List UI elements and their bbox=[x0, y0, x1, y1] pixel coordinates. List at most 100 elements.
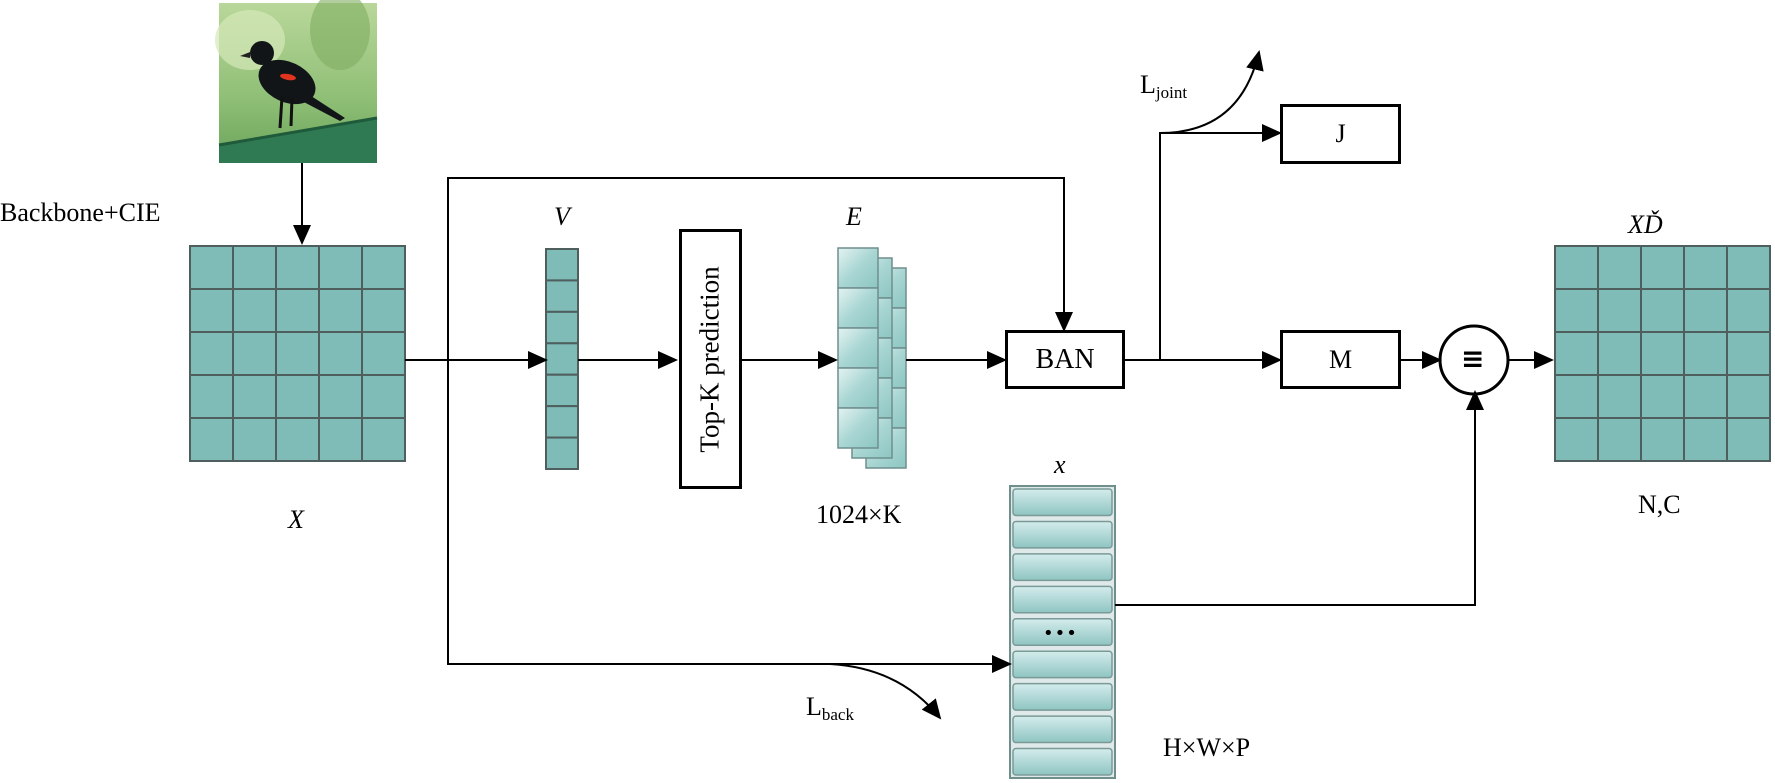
arrow-x-stack-to-equiv bbox=[1115, 390, 1484, 606]
grid-cell bbox=[1683, 374, 1728, 419]
grid-cell bbox=[232, 331, 277, 376]
m-box: M bbox=[1280, 330, 1401, 389]
grid-cell bbox=[1597, 288, 1642, 333]
x-stack-bar bbox=[1012, 585, 1113, 614]
x-input-label: X bbox=[288, 505, 304, 534]
x-stack-bar bbox=[1012, 715, 1113, 744]
grid-cell bbox=[1640, 331, 1685, 376]
arrow-skip-to-x-stack bbox=[447, 360, 1012, 673]
grid-cell bbox=[361, 374, 406, 419]
grid-cell bbox=[275, 331, 320, 376]
ban-box: BAN bbox=[1005, 330, 1125, 389]
grid-cell bbox=[361, 245, 406, 290]
e-dims-label: 1024×K bbox=[816, 500, 902, 529]
backbone-label: Backbone+CIE bbox=[0, 198, 161, 227]
grid-cell bbox=[318, 374, 363, 419]
l-back-main: L bbox=[806, 692, 822, 721]
arrow-ban-to-j bbox=[1159, 124, 1282, 360]
grid-cell bbox=[275, 288, 320, 333]
embedding-e-stack bbox=[837, 247, 907, 469]
x-stack-bar bbox=[1012, 553, 1113, 582]
j-box: J bbox=[1280, 104, 1401, 164]
equiv-symbol: ≡ bbox=[1461, 342, 1485, 375]
x-small-dims-label: H×W×P bbox=[1163, 733, 1251, 762]
grid-cell bbox=[189, 417, 234, 462]
e-label: E bbox=[846, 202, 862, 231]
grid-cell bbox=[318, 245, 363, 290]
x-stack-bar bbox=[1012, 747, 1113, 776]
arrow-l-back bbox=[829, 663, 942, 720]
grid-cell bbox=[1640, 417, 1685, 462]
e-cell bbox=[837, 287, 879, 329]
grid-cell bbox=[189, 331, 234, 376]
ellipsis-label: ••• bbox=[1043, 623, 1078, 644]
feature-map-x-grid bbox=[189, 245, 406, 462]
arrow-l-joint bbox=[1159, 50, 1264, 134]
top-k-prediction-label: Top-K prediction bbox=[695, 265, 725, 453]
j-label: J bbox=[1335, 119, 1346, 148]
output-dims-label: N,C bbox=[1638, 490, 1681, 519]
grid-cell bbox=[1554, 417, 1599, 462]
v-cell bbox=[545, 310, 579, 345]
grid-cell bbox=[232, 417, 277, 462]
grid-cell bbox=[189, 374, 234, 419]
grid-cell bbox=[1683, 417, 1728, 462]
grid-cell bbox=[275, 417, 320, 462]
grid-cell bbox=[1597, 331, 1642, 376]
l-joint-main: L bbox=[1140, 70, 1156, 99]
grid-cell bbox=[232, 245, 277, 290]
grid-cell bbox=[232, 374, 277, 419]
v-cell bbox=[545, 405, 579, 439]
grid-cell bbox=[1726, 374, 1771, 419]
x-small-label: x bbox=[1054, 450, 1066, 479]
grid-cell bbox=[318, 417, 363, 462]
grid-cell bbox=[1726, 288, 1771, 333]
grid-cell bbox=[1597, 374, 1642, 419]
equiv-node bbox=[1438, 324, 1510, 396]
bird-image bbox=[215, 0, 378, 163]
x-stack-bar bbox=[1012, 650, 1113, 679]
feature-x-stack bbox=[1009, 485, 1116, 779]
grid-cell bbox=[1554, 374, 1599, 419]
grid-cell bbox=[361, 417, 406, 462]
m-label: M bbox=[1328, 344, 1353, 374]
v-cell bbox=[545, 436, 579, 471]
grid-cell bbox=[189, 288, 234, 333]
grid-cell bbox=[1726, 245, 1771, 290]
grid-cell bbox=[1640, 288, 1685, 333]
grid-cell bbox=[232, 288, 277, 333]
grid-cell bbox=[1726, 331, 1771, 376]
grid-cell bbox=[1554, 331, 1599, 376]
grid-cell bbox=[361, 288, 406, 333]
grid-cell bbox=[318, 331, 363, 376]
l-joint-sub: joint bbox=[1155, 83, 1188, 102]
e-cell bbox=[837, 367, 879, 409]
grid-cell bbox=[318, 288, 363, 333]
grid-cell bbox=[1726, 417, 1771, 462]
vector-v-column bbox=[545, 248, 579, 471]
grid-cell bbox=[1597, 417, 1642, 462]
grid-cell bbox=[1554, 245, 1599, 290]
v-cell bbox=[545, 342, 579, 376]
grid-cell bbox=[1683, 288, 1728, 333]
grid-cell bbox=[1683, 245, 1728, 290]
grid-cell bbox=[1640, 374, 1685, 419]
grid-cell bbox=[1554, 288, 1599, 333]
v-cell bbox=[545, 248, 579, 282]
output-label: XĎ bbox=[1628, 210, 1663, 239]
e-cell bbox=[837, 407, 879, 449]
arrow-skip-to-ban bbox=[447, 177, 1073, 360]
v-label: V bbox=[554, 202, 570, 231]
output-grid bbox=[1554, 245, 1771, 462]
grid-cell bbox=[1640, 245, 1685, 290]
grid-cell bbox=[361, 331, 406, 376]
ban-label: BAN bbox=[1035, 343, 1095, 375]
v-cell bbox=[545, 373, 579, 408]
grid-cell bbox=[275, 245, 320, 290]
e-cell bbox=[837, 327, 879, 369]
top-k-prediction-box: Top-K prediction bbox=[679, 229, 742, 489]
connectors bbox=[293, 50, 1554, 720]
grid-cell bbox=[189, 245, 234, 290]
l-back-label: Lback bbox=[806, 692, 854, 725]
e-cell bbox=[837, 247, 879, 289]
